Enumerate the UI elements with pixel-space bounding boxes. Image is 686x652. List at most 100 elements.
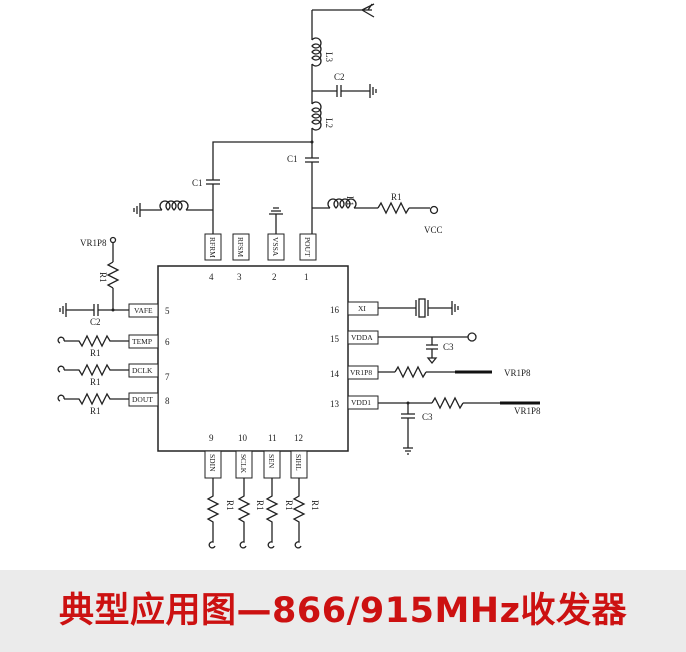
capacitor-c2-vafe	[93, 304, 99, 316]
svg-text:1: 1	[304, 272, 309, 282]
svg-text:8: 8	[165, 396, 170, 406]
pin-4-rfrm: RFRM 4	[204, 233, 222, 282]
capacitor-c1-rfrm	[206, 179, 220, 185]
capacitor-c3-vdda	[426, 344, 438, 350]
caption-band	[0, 570, 686, 652]
r1-sen-label: R1	[284, 500, 294, 511]
r1-sclk-label: R1	[255, 500, 265, 511]
resistor-r1-sdin	[206, 478, 220, 549]
vr1p8-left-label: VR1P8	[80, 238, 107, 248]
resistor-r1-vafe	[106, 261, 120, 289]
svg-text:13: 13	[330, 399, 340, 409]
pin-12-sihl: 12 SIHL	[290, 433, 308, 479]
antenna-icon	[312, 3, 375, 18]
vcc-label: VCC	[424, 225, 443, 235]
pin-16-xi: XI 16	[330, 301, 379, 316]
pin-3-rfsm: RFSM 3	[232, 233, 250, 282]
resistor-r1-sihl	[292, 478, 306, 549]
pin-14-vr1p8: VR1P8 14	[330, 365, 379, 380]
svg-text:XI: XI	[358, 304, 366, 313]
pin-2-vssa: VSSA 2	[267, 233, 285, 282]
inductor-rfrm	[159, 200, 189, 211]
svg-text:16: 16	[330, 305, 340, 315]
svg-text:SCLK: SCLK	[239, 454, 248, 474]
vr1p8-pin13-label: VR1P8	[514, 406, 541, 416]
r1-dout-label: R1	[90, 406, 101, 416]
schematic-diagram: L3 C2 L2 C1 C1 L1 R1 VCC RFRM 4 RFSM 3	[57, 3, 541, 549]
c1-pout-label: C1	[287, 154, 298, 164]
pin-1-pout: POUT 1	[299, 233, 317, 282]
svg-text:4: 4	[209, 272, 214, 282]
ground-icon	[133, 203, 141, 217]
resistor-r1-sen	[265, 478, 279, 549]
capacitor-c2-antenna	[336, 85, 342, 97]
c2-vafe-label: C2	[90, 317, 101, 327]
resistor-r1-temp	[57, 334, 129, 348]
svg-text:10: 10	[238, 433, 248, 443]
resistor-r1-pin14	[394, 365, 427, 379]
svg-text:11: 11	[268, 433, 277, 443]
inductor-l2	[311, 101, 322, 131]
vdda-terminal	[467, 332, 477, 342]
ground-icon	[403, 447, 413, 455]
svg-text:RFSM: RFSM	[236, 237, 245, 257]
l1-label: L1	[345, 196, 355, 206]
resistor-r1-dclk	[57, 363, 129, 377]
r1-vafe-label: R1	[98, 272, 108, 283]
c3-vdda-label: C3	[443, 342, 454, 352]
svg-text:POUT: POUT	[303, 237, 312, 257]
ground-icon	[369, 84, 377, 98]
svg-text:14: 14	[330, 369, 340, 379]
capacitor-c1-pout	[305, 157, 319, 163]
c2-antenna-label: C2	[334, 72, 345, 82]
svg-text:VDD1: VDD1	[351, 398, 371, 407]
l3-label: L3	[324, 52, 334, 62]
vr1p8-pin14-label: VR1P8	[504, 368, 531, 378]
svg-text:9: 9	[209, 433, 214, 443]
svg-text:SIHL: SIHL	[294, 454, 303, 471]
svg-text:SDIN: SDIN	[208, 454, 217, 472]
transceiver-chip	[157, 265, 349, 452]
svg-text:TEMP: TEMP	[132, 337, 152, 346]
svg-text:SEN: SEN	[267, 454, 276, 469]
r1-sihl-label: R1	[310, 500, 320, 511]
svg-text:DOUT: DOUT	[132, 395, 153, 404]
r1-vcc-label: R1	[391, 192, 402, 202]
r1-temp-label: R1	[90, 348, 101, 358]
ground-icon	[269, 207, 283, 215]
inductor-l1	[327, 198, 357, 209]
crystal-icon	[415, 298, 429, 318]
c1-rfrm-label: C1	[192, 178, 203, 188]
capacitor-c3-vdd1	[401, 413, 415, 419]
svg-text:DCLK: DCLK	[132, 366, 153, 375]
svg-text:VDDA: VDDA	[351, 333, 373, 342]
pin-9-sdin: 9 SDIN	[204, 433, 222, 479]
svg-text:2: 2	[272, 272, 277, 282]
svg-text:15: 15	[330, 334, 340, 344]
c3-vdd1-label: C3	[422, 412, 433, 422]
resistor-r1-pin13	[431, 396, 464, 410]
svg-text:RFRM: RFRM	[208, 237, 217, 258]
diagram-caption: 典型应用图—866/915MHz收发器	[59, 591, 627, 631]
svg-text:7: 7	[165, 372, 170, 382]
svg-text:3: 3	[237, 272, 242, 282]
resistor-r1-dout	[57, 392, 129, 406]
r1-sdin-label: R1	[225, 500, 235, 511]
l2-label: L2	[324, 118, 334, 128]
svg-text:VSSA: VSSA	[271, 237, 280, 257]
pin-10-sclk: 10 SCLK	[235, 433, 253, 479]
pin-5-vafe: VAFE 5	[128, 303, 170, 318]
svg-text:VAFE: VAFE	[134, 306, 153, 315]
resistor-r1-sclk	[237, 478, 251, 549]
vr1p8-left-terminal	[109, 236, 117, 244]
svg-text:5: 5	[165, 306, 170, 316]
ground-icon	[59, 303, 67, 317]
svg-text:VR1P8: VR1P8	[350, 368, 372, 377]
r1-dclk-label: R1	[90, 377, 101, 387]
ground-icon	[426, 357, 438, 365]
svg-text:12: 12	[294, 433, 303, 443]
ground-icon	[451, 301, 459, 315]
inductor-l3	[311, 37, 322, 67]
vcc-terminal	[429, 205, 439, 215]
resistor-r1-vcc	[377, 201, 410, 215]
